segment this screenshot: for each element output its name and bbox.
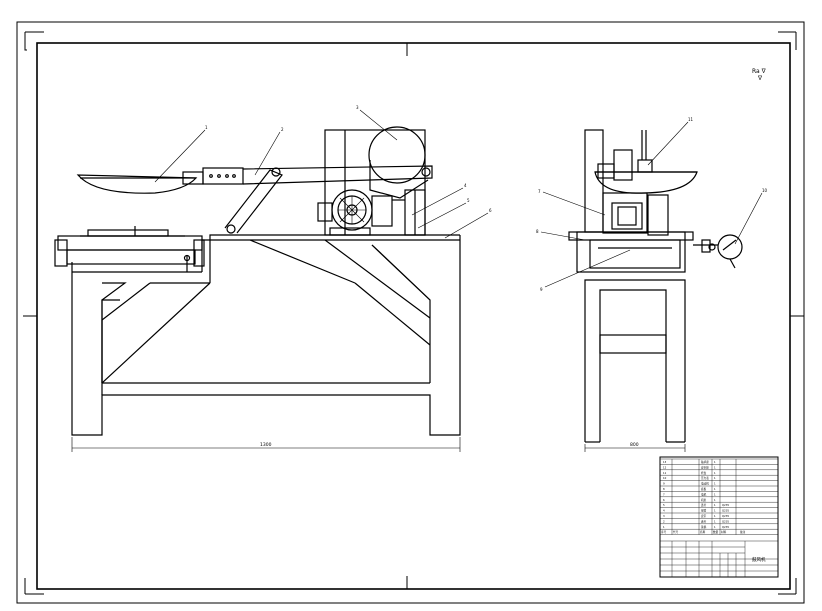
side-dimension-line	[584, 444, 686, 452]
part-row-name: 压力表	[701, 476, 709, 480]
part-header-cell: 材料	[721, 530, 727, 534]
balloon-11: 11	[688, 117, 694, 122]
side-balloon-labels: 7 8 9 10 11	[536, 117, 768, 292]
part-row-name: 电机	[701, 492, 707, 496]
part-row-qty: 1	[714, 460, 716, 464]
part-row-material: Q235	[722, 509, 729, 513]
part-row-qty: 1	[714, 471, 716, 475]
part-row-no: 9	[663, 482, 665, 486]
motor-fins	[338, 196, 366, 224]
balloon-9: 9	[540, 287, 543, 292]
front-leader-lines	[154, 109, 489, 239]
side-dimension-value: 800	[630, 442, 639, 448]
part-row-name: 连杆	[701, 503, 707, 507]
part-header-cell: 备注	[740, 530, 746, 534]
part-row-no: 2	[663, 519, 665, 523]
roughness-mark: Ra ∇	[752, 68, 767, 75]
part-row-qty: 1	[714, 519, 716, 523]
part-row-name: 皮带	[701, 514, 707, 518]
part-row-qty: 1	[714, 465, 716, 469]
part-row-qty: 1	[714, 525, 716, 529]
balloon-4: 4	[464, 183, 467, 188]
part-row-name: 轴承座	[701, 460, 709, 464]
part-row-qty: 1	[714, 487, 716, 491]
part-row-no: 6	[663, 498, 665, 502]
part-row-no: 13	[663, 460, 667, 464]
part-row-qty: 1	[714, 498, 716, 502]
part-row-no: 7	[663, 492, 665, 496]
part-header-cell: 数量	[713, 530, 719, 534]
part-row-name: 连杆	[701, 519, 707, 523]
part-row-name: 托盘	[701, 471, 707, 475]
side-leader-lines	[540, 121, 763, 288]
part-row-name: 摇臂	[701, 509, 707, 513]
part-row-material: Q235	[722, 525, 729, 529]
part-row-material: Q235	[722, 503, 729, 507]
part-row-name: 机架	[701, 498, 707, 502]
front-dimension-line	[71, 437, 461, 452]
front-balloon-labels: 1 2 3 4 5 6	[205, 105, 492, 213]
balloon-2: 2	[281, 127, 284, 132]
front-dimension-value: 1300	[260, 442, 272, 448]
center-marks	[23, 43, 804, 589]
part-row-qty: 1	[714, 503, 716, 507]
part-row-name: 皮带轮	[701, 465, 709, 469]
roughness-mark-2: ∇	[757, 75, 763, 82]
part-row-no: 1	[663, 525, 665, 529]
sheet-inner-border	[36, 42, 791, 590]
title-block-name: 鼓风机	[752, 556, 766, 563]
balloon-1: 1	[205, 125, 208, 130]
balloon-3: 3	[356, 105, 359, 110]
part-row-no: 8	[663, 487, 665, 491]
balloon-10: 10	[762, 188, 768, 193]
part-row-no: 12	[663, 465, 667, 469]
part-row-no: 4	[663, 509, 665, 513]
balloon-7: 7	[538, 189, 541, 194]
part-row-name: 铁锅	[701, 525, 707, 529]
side-view	[568, 129, 743, 443]
part-row-name: 底板	[701, 487, 707, 491]
part-row-material: Q235	[722, 514, 729, 518]
part-header-cell: 代号	[673, 530, 679, 534]
part-row-qty: 1	[714, 492, 716, 496]
balloon-8: 8	[536, 229, 539, 234]
part-row-material: Q235	[722, 519, 729, 523]
part-header-cell: 名称	[700, 530, 706, 534]
part-row-qty: 1	[714, 482, 716, 486]
part-row-name: 电动机	[701, 482, 709, 486]
part-row-qty: 1	[714, 509, 716, 513]
part-row-no: 5	[663, 503, 665, 507]
part-row-no: 10	[663, 476, 667, 480]
part-row-no: 11	[663, 471, 667, 475]
part-header-cell: 序号	[661, 530, 667, 534]
balloon-5: 5	[467, 198, 470, 203]
part-row-no: 3	[663, 514, 665, 518]
corner-marks	[24, 31, 797, 595]
part-row-qty: 1	[714, 476, 716, 480]
part-row-qty: 1	[714, 514, 716, 518]
balloon-6: 6	[489, 208, 492, 213]
sheet-outer-border	[16, 21, 805, 604]
front-view	[54, 126, 461, 436]
